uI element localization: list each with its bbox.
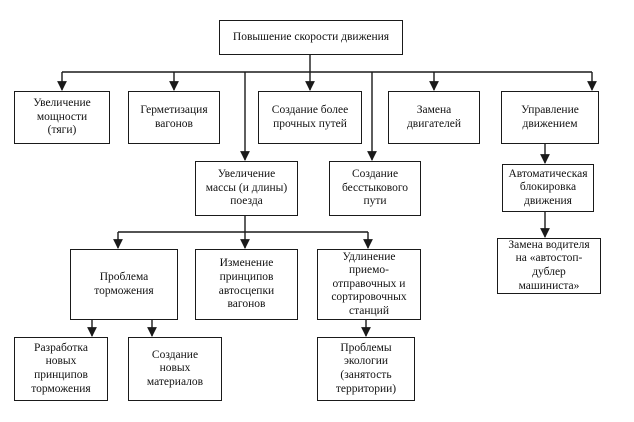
ecology-label: Проблемы экологии (занятость территории) <box>335 341 397 395</box>
seamless-label: Создание бесстыкового пути <box>341 168 409 208</box>
power-label: Увеличение мощности (тяги) <box>33 97 91 137</box>
power-box: Увеличение мощности (тяги) <box>14 91 110 144</box>
driver-label: Замена водителя на «автостоп- дублер маш… <box>508 238 590 292</box>
stations-label: Удлинение приемо- отправочных и сортиров… <box>331 250 407 317</box>
materials-box: Создание новых материалов <box>128 337 222 401</box>
root-title: Повышение скорости движения <box>232 30 390 43</box>
root-box: Повышение скорости движения <box>219 20 403 55</box>
sealing-label: Герметизация вагонов <box>140 103 208 130</box>
tracks-box: Создание более прочных путей <box>258 91 362 144</box>
braking-label: Проблема торможения <box>94 270 154 297</box>
mass-label: Увеличение массы (и длины) поезда <box>205 168 288 208</box>
control-label: Управление движением <box>521 103 579 130</box>
coupling-label: Изменение принципов автосцепки вагонов <box>218 257 275 311</box>
seamless-box: Создание бесстыкового пути <box>329 161 421 216</box>
sealing-box: Герметизация вагонов <box>128 91 220 144</box>
control-box: Управление движением <box>501 91 599 144</box>
coupling-box: Изменение принципов автосцепки вагонов <box>195 249 298 320</box>
braking-box: Проблема торможения <box>70 249 178 320</box>
engines-label: Замена двигателей <box>406 103 462 130</box>
principles-label: Разработка новых принципов торможения <box>31 341 91 395</box>
autoblock-box: Автоматическая блокировка движения <box>502 164 594 212</box>
driver-box: Замена водителя на «автостоп- дублер маш… <box>497 238 601 294</box>
mass-box: Увеличение массы (и длины) поезда <box>195 161 298 216</box>
engines-box: Замена двигателей <box>388 91 480 144</box>
stations-box: Удлинение приемо- отправочных и сортиров… <box>317 249 421 320</box>
principles-box: Разработка новых принципов торможения <box>14 337 108 401</box>
tracks-label: Создание более прочных путей <box>271 103 349 130</box>
materials-label: Создание новых материалов <box>146 348 204 388</box>
autoblock-label: Автоматическая блокировка движения <box>508 167 588 207</box>
ecology-box: Проблемы экологии (занятость территории) <box>317 337 415 401</box>
